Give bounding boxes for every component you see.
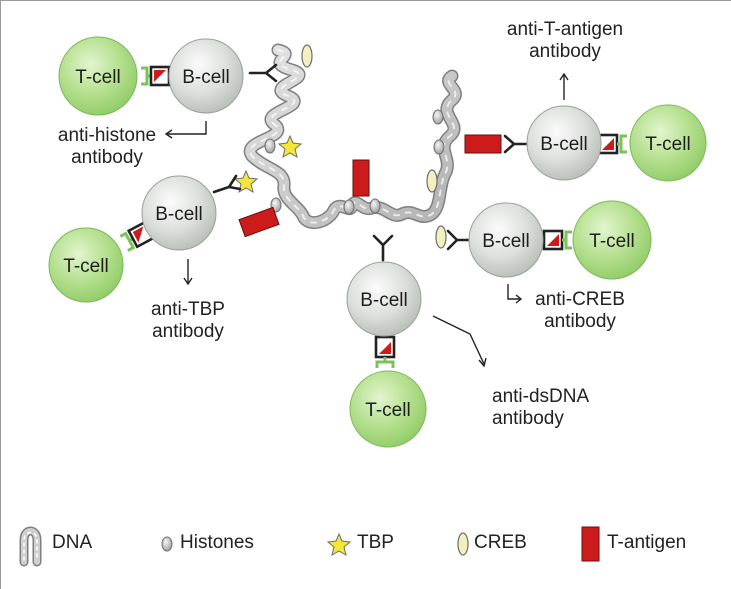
label-anti-t-antigen: anti-T-antigen antibody (487, 19, 643, 63)
arrow-histone (166, 121, 207, 135)
histone (369, 198, 381, 214)
antibody-dsdna (372, 234, 394, 262)
label-anti-tbp: anti-TBP antibody (128, 299, 248, 343)
creb-oval (301, 44, 313, 68)
label-anti-creb-line2: antibody (544, 311, 616, 332)
histone (432, 109, 444, 125)
histone-group (264, 109, 445, 215)
label-anti-dsdna: anti-dsDNA antibody (492, 386, 589, 430)
tbp-star (277, 134, 303, 159)
label-anti-t-antigen-line2: antibody (529, 41, 601, 62)
creb-group (301, 44, 447, 249)
t-antigen (464, 134, 502, 154)
t-cell (48, 227, 124, 303)
t-cell (58, 36, 138, 116)
t-cell (572, 200, 652, 280)
legend-t-antigen-label: T-antigen (607, 532, 687, 553)
b-cell-label: B-cell (182, 67, 230, 88)
synapse-dsdna (374, 335, 396, 368)
label-anti-tbp-line2: antibody (152, 321, 224, 342)
synapse-tantigen (597, 133, 627, 155)
histone (264, 138, 276, 154)
legend-tbp-star-icon (326, 532, 352, 557)
tbp-group (233, 134, 303, 194)
t-antigen (352, 159, 370, 197)
arrow-dsdna (432, 315, 485, 365)
t-antigen (238, 206, 280, 238)
antibody-creb (446, 229, 472, 251)
tbp-star (233, 169, 259, 194)
antibody-tantigen (503, 134, 530, 154)
label-anti-dsdna-line1: anti-dsDNA (492, 386, 590, 407)
dna-strand (243, 43, 462, 229)
t-cell-label: T-cell (63, 256, 108, 277)
creb-oval (435, 225, 447, 249)
t-cell-label: T-cell (75, 67, 120, 88)
legend-tbp-label: TBP (357, 532, 394, 553)
label-anti-creb: anti-CREB antibody (520, 289, 640, 333)
legend-creb-icon (457, 532, 469, 556)
histone (433, 139, 445, 155)
histone (343, 199, 355, 215)
label-anti-histone-line1: anti-histone (57, 125, 157, 146)
synapse-creb (542, 229, 572, 251)
legend-creb-label: CREB (474, 532, 527, 553)
arrow-creb (507, 284, 520, 300)
b-cell (168, 38, 244, 114)
antibody-tbp (212, 174, 242, 194)
b-cell-label: B-cell (482, 231, 530, 252)
t-cell-label: T-cell (365, 400, 410, 421)
legend-histones-label: Histones (180, 532, 254, 553)
b-cell (468, 202, 544, 278)
t-cell-label: T-cell (645, 134, 690, 155)
b-cell-label: B-cell (360, 290, 408, 311)
legend-histone-icon (161, 536, 173, 552)
legend-dna-icon (19, 526, 42, 567)
legend-t-antigen-icon (581, 526, 600, 562)
label-anti-histone: anti-histone antibody (37, 125, 177, 169)
b-cell-label: B-cell (155, 204, 203, 225)
label-anti-tbp-line1: anti-TBP (151, 299, 225, 320)
t-cell-label: T-cell (589, 231, 634, 252)
legend-dna-label: DNA (52, 532, 93, 553)
b-cell (526, 105, 602, 181)
b-cell (141, 175, 217, 251)
t-antigen-group (238, 134, 502, 238)
b-cell (346, 261, 422, 337)
t-cell (349, 370, 427, 448)
synapse-histone (141, 65, 171, 87)
label-anti-histone-line2: antibody (71, 147, 143, 168)
creb-oval (426, 169, 438, 193)
t-cell (629, 104, 707, 182)
antibody-histone (248, 63, 278, 83)
label-anti-t-antigen-line1: anti-T-antigen (506, 19, 624, 40)
b-cell-label: B-cell (540, 134, 588, 155)
label-anti-creb-line1: anti-CREB (535, 289, 625, 310)
label-anti-dsdna-line2: antibody (492, 408, 564, 429)
